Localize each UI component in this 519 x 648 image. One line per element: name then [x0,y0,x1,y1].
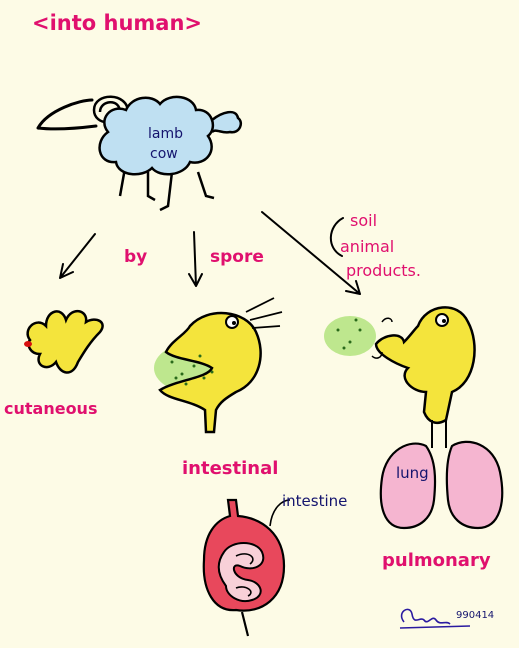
title-text: <into human> [32,11,202,35]
cow-label: cow [150,146,178,162]
pulmonary-figure [324,306,504,530]
source-animal-label: animal [340,237,394,256]
cutaneous-label: cutaneous [4,399,97,418]
route-label-spore: spore [210,247,264,267]
arrow-to-pulmonary [261,211,361,295]
date-label: 990414 [456,610,494,621]
lamb-label: lamb [148,126,183,142]
intestinal-figure [154,297,283,434]
intestine-label: intestine [282,492,347,510]
arrows [59,211,361,295]
lesion-mark [24,341,32,347]
right-lung [445,440,504,530]
arrow-to-intestinal [188,231,203,287]
intestine-organ [202,498,291,637]
lung-label: lung [396,464,429,482]
arrow-to-cutaneous [59,233,96,279]
cutaneous-figure [24,310,104,374]
lamb-cow-figure [36,95,242,212]
source-products-label: products. [346,261,421,280]
left-lung [379,442,437,530]
source-bracket [329,217,344,257]
route-label-by: by [124,247,147,267]
pulmonary-label: pulmonary [382,550,491,571]
signature [399,608,471,629]
source-soil-label: soil [350,211,377,230]
intestinal-label: intestinal [182,458,278,479]
spore-cloud-pulmonary [324,316,376,356]
